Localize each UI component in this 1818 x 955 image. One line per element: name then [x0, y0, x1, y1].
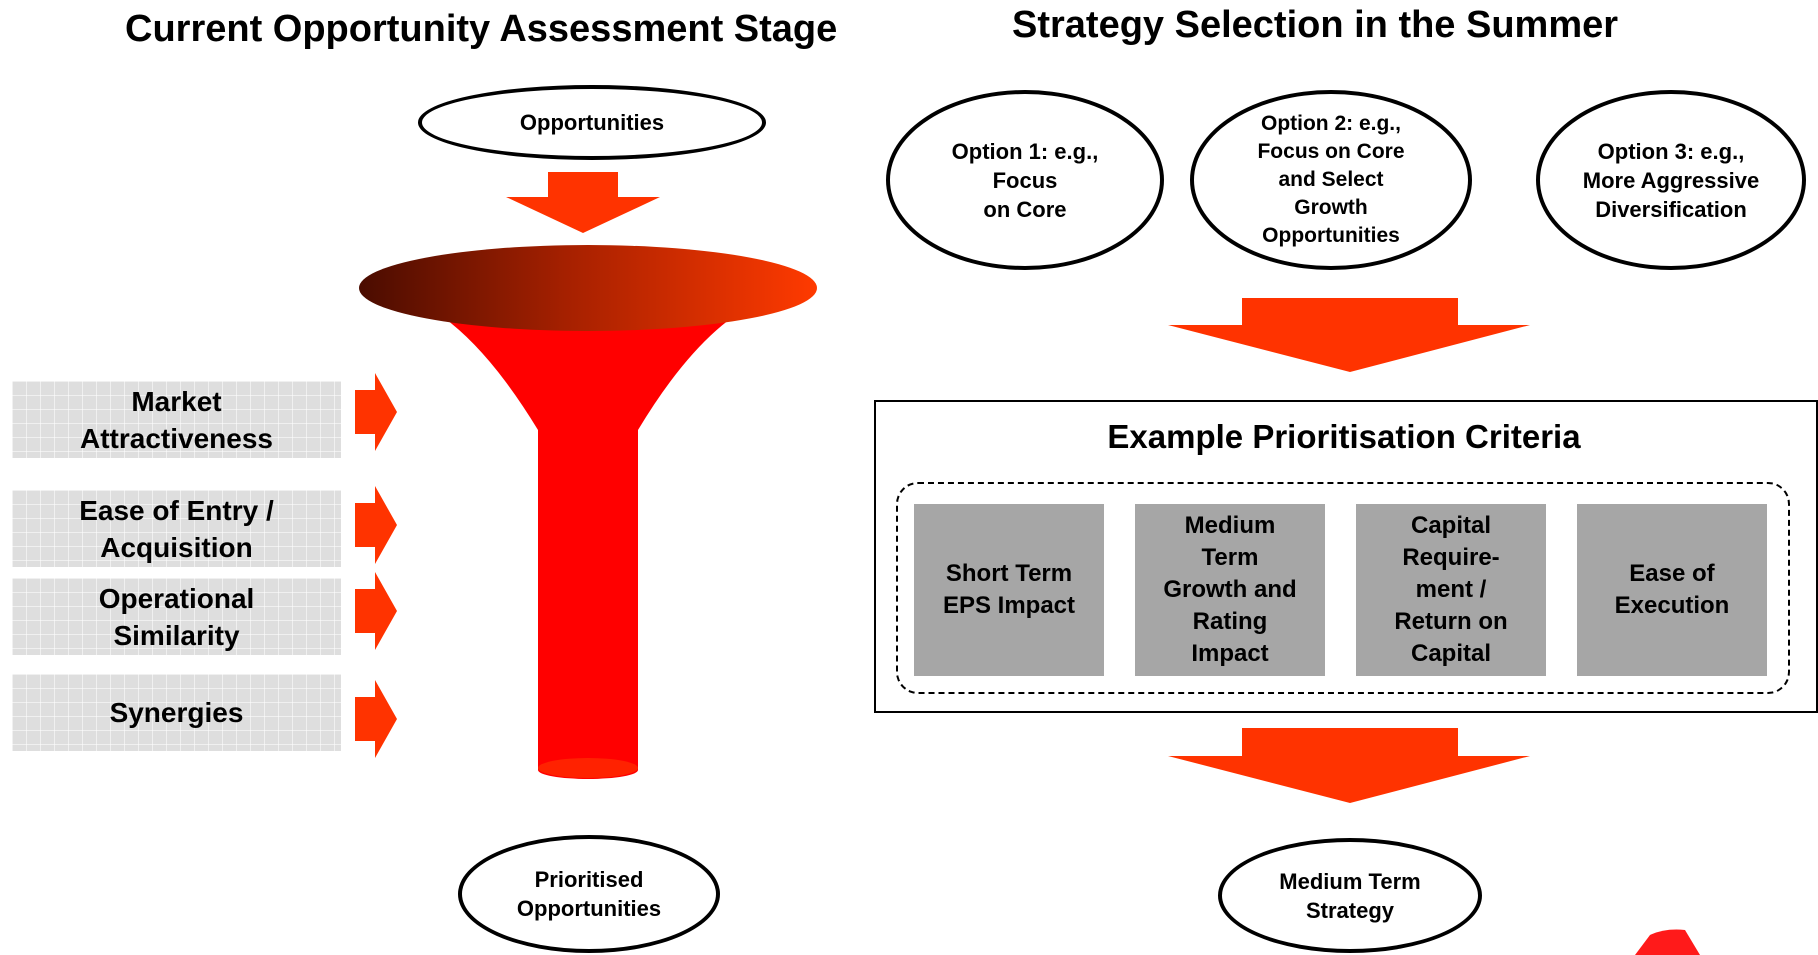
criteria-arrow-2 [355, 486, 397, 564]
options-to-criteria-arrow [1168, 298, 1530, 372]
medium-term-strategy-oval: Medium Term Strategy [1218, 838, 1482, 953]
criterion-box-execution: Ease of Execution [1577, 504, 1767, 676]
criteria-arrow-4 [355, 680, 397, 758]
criterion-box-eps-impact: Short Term EPS Impact [914, 504, 1104, 676]
prioritised-opportunities-label: Prioritised Opportunities [516, 867, 662, 921]
prioritisation-dashed-group [896, 482, 1790, 694]
criteria-box-market-attractiveness: Market Attractiveness [12, 381, 341, 458]
criteria-label: Synergies [109, 697, 244, 728]
left-title: Current Opportunity Assessment Stage [125, 8, 838, 50]
criteria-box-operational-similarity: Operational Similarity [12, 578, 341, 655]
criterion-label: Short Term EPS Impact [942, 560, 1076, 619]
criterion-box-growth-rating: Medium Term Growth and Rating Impact [1135, 504, 1325, 676]
criterion-label: Capital Require- ment / Return on Capita… [1394, 512, 1508, 667]
prioritised-opportunities-oval: Prioritised Opportunities [458, 835, 720, 953]
criteria-arrow-1 [355, 373, 397, 451]
funnel-body [359, 289, 818, 779]
opportunities-oval: Opportunities [418, 85, 766, 160]
funnel-rim [359, 245, 817, 331]
criteria-label: Market Attractiveness [80, 385, 273, 454]
prioritisation-title: Example Prioritisation Criteria [1107, 418, 1581, 455]
medium-term-strategy-label: Medium Term Strategy [1279, 868, 1421, 923]
criteria-arrow-3 [355, 572, 397, 650]
criterion-label: Medium Term Growth and Rating Impact [1163, 512, 1297, 667]
option-2-label: Option 2: e.g., Focus on Core and Select… [1257, 112, 1405, 247]
criteria-to-strategy-arrow [1168, 728, 1530, 803]
funnel-input-arrow [506, 172, 660, 233]
option-1-label: Option 1: e.g., Focus on Core [951, 138, 1099, 222]
funnel-spout-bottom [538, 758, 638, 778]
corner-logo [1635, 929, 1700, 955]
option-3-oval: Option 3: e.g., More Aggressive Diversif… [1536, 90, 1806, 270]
option-3-label: Option 3: e.g., More Aggressive Diversif… [1582, 138, 1760, 222]
criteria-label: Operational Similarity [98, 582, 255, 651]
criterion-label: Ease of Execution [1614, 560, 1730, 619]
criterion-box-capital: Capital Require- ment / Return on Capita… [1356, 504, 1546, 676]
criteria-box-ease-of-entry: Ease of Entry / Acquisition [12, 490, 341, 567]
criteria-box-synergies: Synergies [12, 674, 341, 751]
right-title: Strategy Selection in the Summer [1012, 4, 1619, 46]
option-2-oval: Option 2: e.g., Focus on Core and Select… [1190, 90, 1472, 270]
option-1-oval: Option 1: e.g., Focus on Core [886, 90, 1164, 270]
opportunities-label: Opportunities [519, 110, 665, 135]
criteria-label: Ease of Entry / Acquisition [79, 494, 274, 563]
